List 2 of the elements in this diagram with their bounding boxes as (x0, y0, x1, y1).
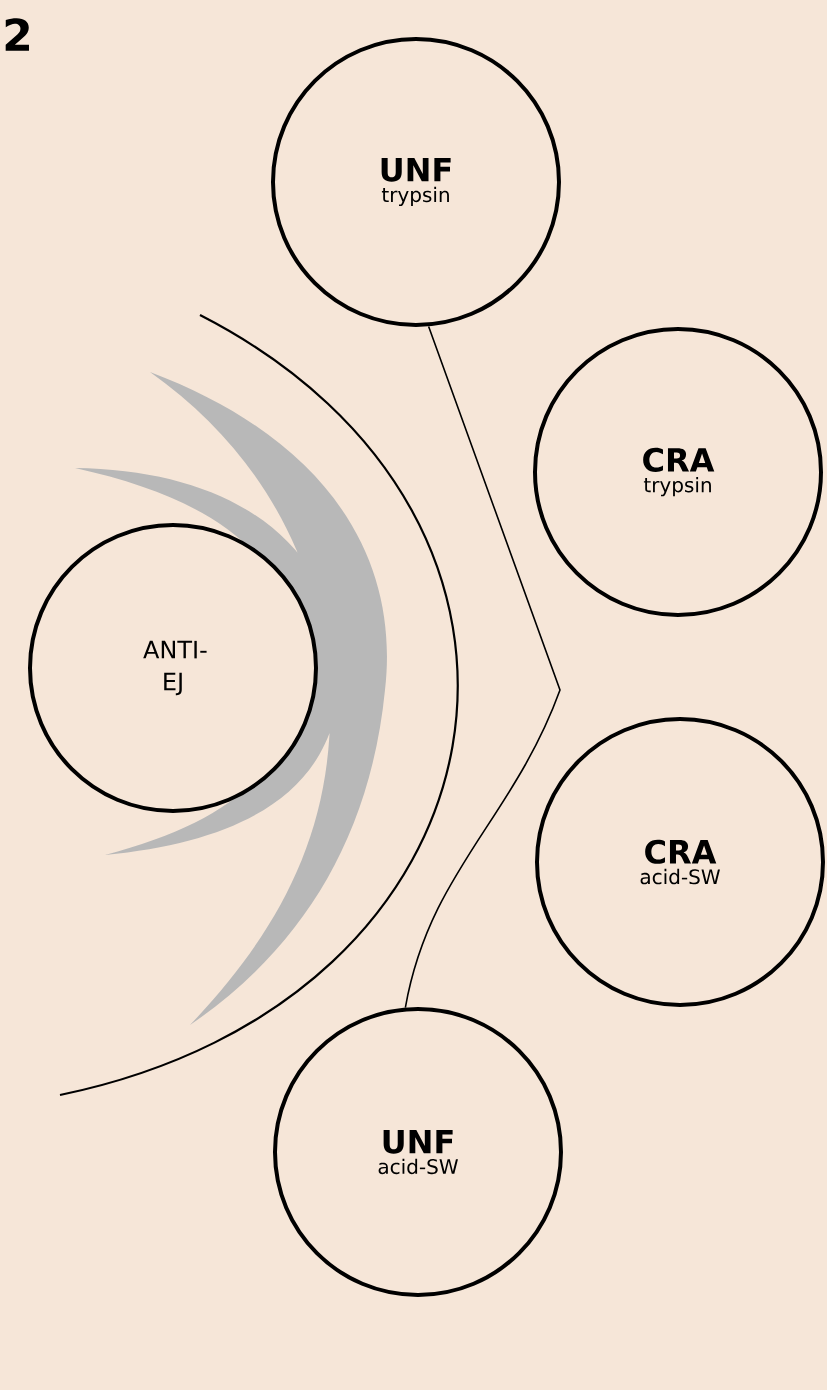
figure-number: 2 (5, 18, 29, 51)
precipitin-line (404, 325, 561, 1009)
